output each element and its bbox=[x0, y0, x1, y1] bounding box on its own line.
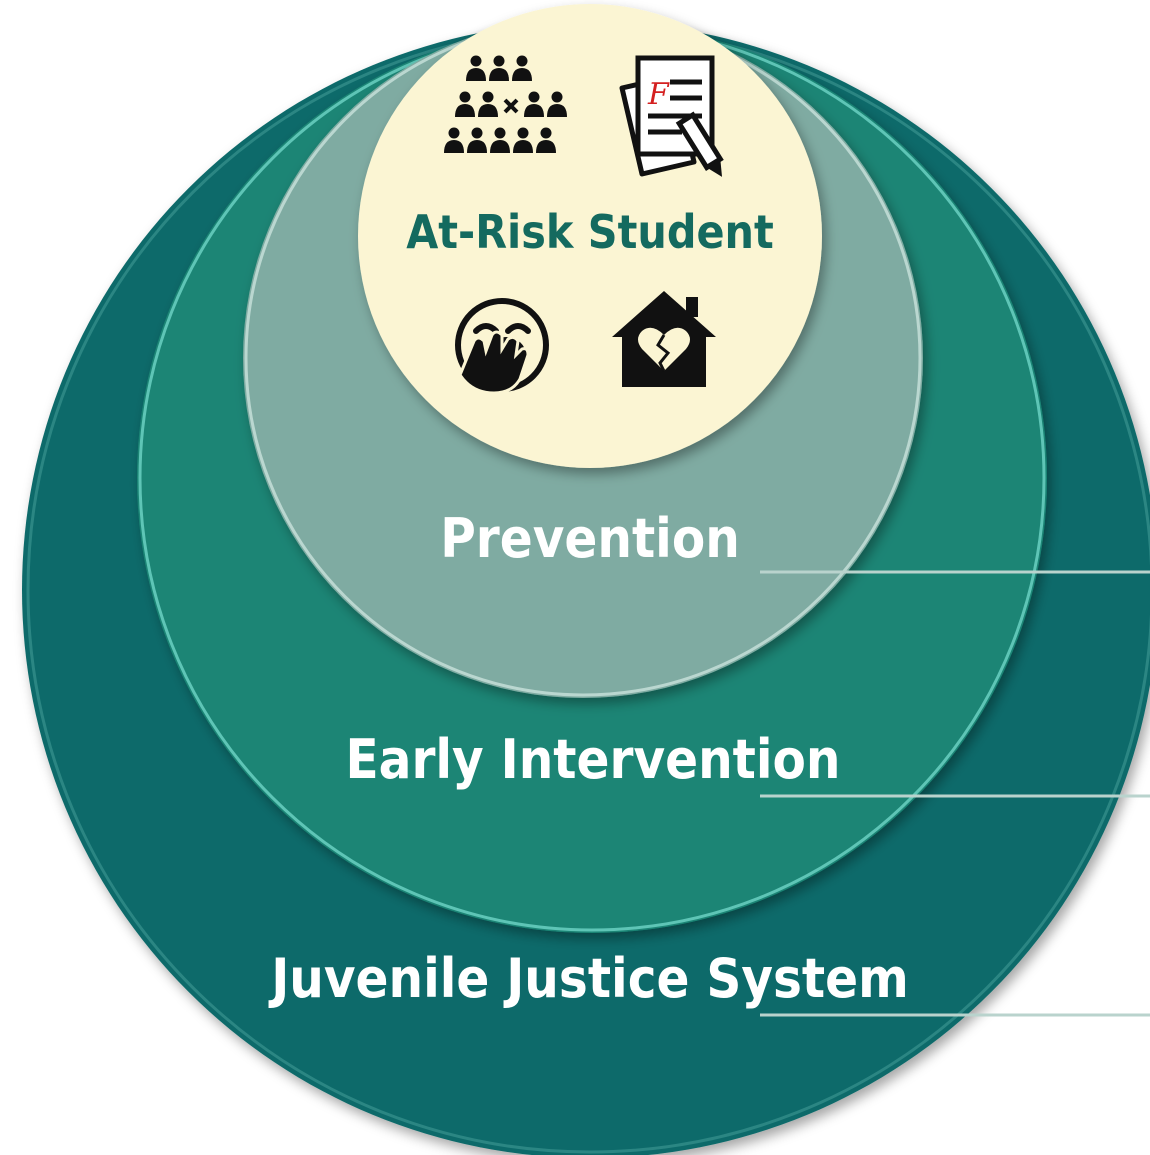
failed-test-icon: F bbox=[619, 55, 724, 177]
crowd-person-body bbox=[478, 104, 498, 117]
yawning-face-icon bbox=[455, 298, 549, 395]
crowd-person-body bbox=[536, 140, 556, 153]
crowd-person-body bbox=[490, 140, 510, 153]
crowd-person-head bbox=[517, 127, 529, 139]
crowd-person-head bbox=[482, 91, 494, 103]
crowd-person-body bbox=[466, 68, 486, 81]
crowd-person-head bbox=[459, 91, 471, 103]
crowd-person-head bbox=[516, 55, 528, 67]
crowd-person-head bbox=[528, 91, 540, 103]
broken-heart-home-icon bbox=[612, 291, 716, 387]
crowd-person-body bbox=[444, 140, 464, 153]
early-intervention-label: Early Intervention bbox=[345, 728, 840, 791]
crowd-person-head bbox=[470, 55, 482, 67]
crowd-person-body bbox=[512, 68, 532, 81]
crowd-person-body bbox=[489, 68, 509, 81]
crowd-person-head bbox=[551, 91, 563, 103]
juvenile-justice-label: Juvenile Justice System bbox=[268, 947, 909, 1010]
crowd-person-body bbox=[547, 104, 567, 117]
crowd-person-body bbox=[455, 104, 475, 117]
prevention-label: Prevention bbox=[440, 507, 740, 570]
crowd-person-body bbox=[524, 104, 544, 117]
crowd-person-head bbox=[448, 127, 460, 139]
crowd-person-body bbox=[513, 140, 533, 153]
crowd-person-head bbox=[493, 55, 505, 67]
failed-grade-mark: F bbox=[647, 77, 670, 112]
crowd-icon bbox=[444, 55, 567, 153]
crowd-person-head bbox=[494, 127, 506, 139]
crowd-person-body bbox=[467, 140, 487, 153]
crowd-x-mark bbox=[503, 98, 519, 114]
crowd-person-head bbox=[471, 127, 483, 139]
at-risk-student-label: At-Risk Student bbox=[406, 205, 774, 259]
crowd-person-head bbox=[540, 127, 552, 139]
